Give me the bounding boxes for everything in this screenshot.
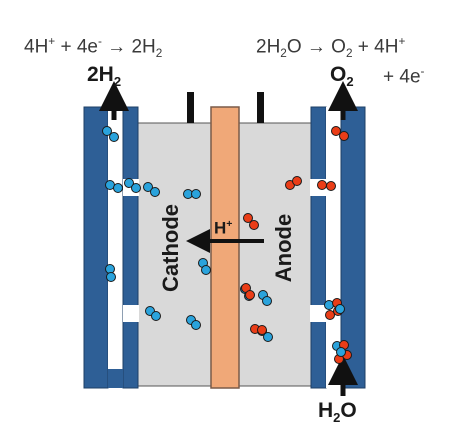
water-molecule bbox=[332, 340, 349, 357]
molecules bbox=[102, 126, 352, 364]
cathode-label: Cathode bbox=[158, 204, 183, 292]
hydrogen-molecule bbox=[124, 178, 141, 193]
water-input-label: H2O bbox=[318, 399, 357, 426]
cathode-outer-plate bbox=[83, 106, 109, 389]
hydrogen-molecule bbox=[183, 189, 201, 199]
hydrogen-molecule bbox=[186, 315, 201, 330]
oxygen-molecule bbox=[241, 283, 255, 300]
oxygen-molecule bbox=[243, 213, 259, 230]
anode-label: Anode bbox=[271, 213, 296, 283]
anode-reaction: 2H2O → O2 + 4H+ bbox=[256, 35, 406, 61]
hydrogen-molecule bbox=[145, 306, 161, 321]
cathode-flow-channel bbox=[108, 107, 123, 369]
water-molecule bbox=[324, 298, 345, 314]
oxygen-molecule bbox=[250, 324, 267, 335]
hydrogen-molecule bbox=[105, 264, 116, 282]
cathode-reaction: 4H+ + 4e- → 2H2 bbox=[24, 35, 163, 61]
anode-reaction-electrons: + 4e- bbox=[383, 65, 425, 88]
hydrogen-molecule bbox=[198, 258, 211, 275]
anode-chamber bbox=[236, 122, 313, 387]
hydrogen-molecule bbox=[143, 182, 160, 197]
hydrogen-molecule bbox=[105, 180, 123, 193]
anode-terminal bbox=[257, 92, 264, 123]
oxygen-molecule bbox=[331, 126, 349, 141]
hydrogen-molecule bbox=[258, 290, 272, 306]
hydrogen-molecule bbox=[102, 126, 119, 142]
hydrogen-output-label: 2H2 bbox=[87, 63, 122, 90]
cathode-chamber bbox=[137, 122, 214, 387]
anode-porous-plate bbox=[310, 106, 327, 389]
anode-pore-lower bbox=[310, 305, 326, 322]
cathode-terminal bbox=[187, 92, 194, 123]
proton-exchange-membrane bbox=[210, 106, 240, 389]
oxygen-output-label: O2 bbox=[330, 63, 354, 90]
proton-label: H+ bbox=[214, 218, 233, 238]
oxygen-molecule bbox=[317, 180, 336, 191]
oxygen-molecule bbox=[285, 176, 302, 190]
cathode-porous-plate bbox=[122, 106, 139, 389]
cathode-pore-lower bbox=[123, 305, 139, 322]
cathode-bottom-plate bbox=[108, 369, 123, 388]
